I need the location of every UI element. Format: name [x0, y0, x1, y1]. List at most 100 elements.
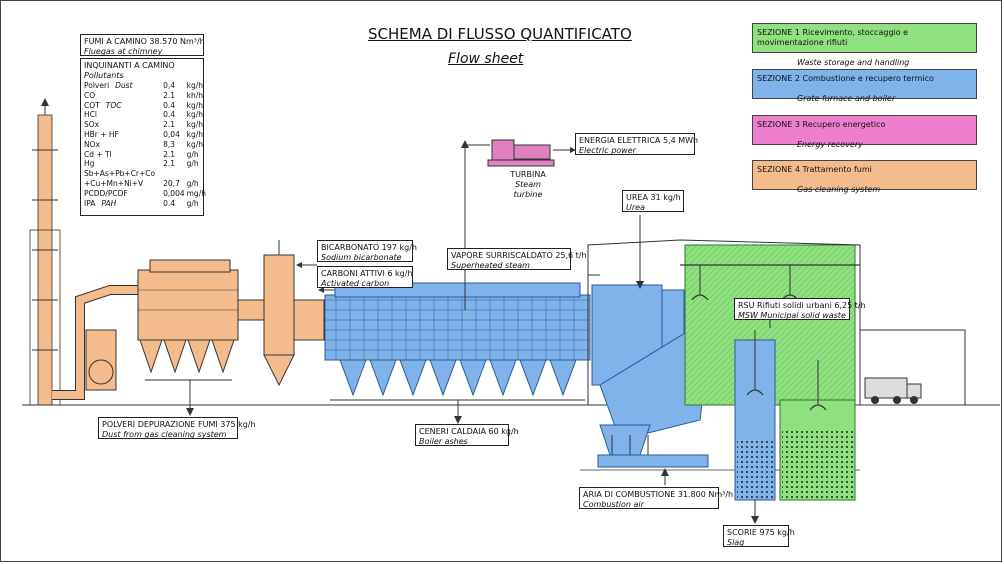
pollutant-unit: kg/h	[186, 129, 204, 139]
legend-section-4: SEZIONE 4 Trattamento fumi Gas cleaning …	[752, 160, 977, 194]
pollutant-value: 20,7	[163, 178, 180, 188]
label-gas-cleaning-dust: POLVERI DEPURAZIONE FUMI 375 kg/h Dust f…	[98, 417, 256, 439]
chimney-label-box: FUMI A CAMINO 38.570 Nm³/h Fluegas at ch…	[80, 34, 205, 56]
pollutant-unit: g/h	[186, 178, 199, 188]
label-turbine-en: Steam turbine	[513, 180, 543, 199]
page-title: SCHEMA DI FLUSSO QUANTIFICATO	[368, 25, 632, 43]
pollutant-unit: kg/h	[186, 81, 204, 90]
pollutant-value: 2.1	[163, 90, 176, 100]
label-activated-carbon-it: CARBONI ATTIVI 6 kg/h	[321, 269, 413, 278]
label-gas-cleaning-dust-it: POLVERI DEPURAZIONE FUMI 375 kg/h	[102, 420, 256, 429]
chimney-stack	[29, 98, 61, 406]
label-combustion-air-it: ARIA DI COMBUSTIONE 31.800 Nm³/h	[583, 490, 734, 499]
pollutant-unit: kh/h	[186, 90, 204, 100]
label-combustion-air-en: Combustion air	[583, 500, 644, 509]
legend-section-4-en: Gas cleaning system	[797, 185, 881, 194]
pollutant-value	[157, 169, 186, 179]
chimney-label-it: FUMI A CAMINO 38.570 Nm³/h	[84, 37, 205, 46]
pollutant-row: Sb+As+Pb+Cr+Co	[84, 169, 208, 179]
pollutant-name: HBr + HF	[84, 129, 119, 139]
legend-section-2-it: Combustione e recupero termico	[802, 74, 934, 83]
label-electric-power-it: ENERGIA ELETTRICA 5,4 MWh	[579, 136, 699, 145]
legend-section-4-label: SEZIONE 4	[757, 165, 800, 174]
label-boiler-ashes-en: Boiler ashes	[419, 437, 468, 446]
label-superheated-steam: VAPORE SURRISCALDATO 25,6 t/h Superheate…	[447, 248, 587, 270]
chimney-label-en: Fluegas at chimney	[84, 47, 163, 56]
label-urea: UREA 31 kg/h Urea	[622, 190, 684, 212]
label-boiler-ashes-it: CENERI CALDAIA 60 kg/h	[419, 427, 519, 436]
label-superheated-steam-en: Superheated steam	[451, 261, 530, 270]
legend-section-1-en: Waste storage and handling	[797, 58, 910, 67]
legend-section-3-en: Energy recovery	[797, 140, 863, 149]
boiler-vertical	[591, 284, 711, 468]
pollutant-value: 8,3	[163, 139, 176, 149]
pollutant-name: CO	[84, 90, 96, 100]
pollutant-value: 0.4	[163, 198, 176, 208]
boiler-horizontal	[324, 282, 591, 401]
label-electric-power: ENERGIA ELETTRICA 5,4 MWh Electric power	[575, 133, 699, 155]
label-activated-carbon-en: Activated carbon	[321, 279, 390, 288]
legend-section-2-label: SEZIONE 2	[757, 74, 800, 83]
pollutant-unit: g/h	[186, 149, 199, 159]
label-electric-power-en: Electric power	[579, 146, 636, 155]
pollutant-name: HCl	[84, 110, 97, 120]
legend-section-3-label: SEZIONE 3	[757, 120, 800, 129]
pollutant-name: Cd + Tl	[84, 149, 112, 159]
building-frame	[587, 239, 966, 405]
label-turbine-it: TURBINA	[510, 170, 546, 179]
pollutant-name: SOx	[84, 120, 100, 130]
pollutant-value: 0.4	[163, 100, 176, 110]
legend-section-3: SEZIONE 3 Recupero energetico Energy rec…	[752, 115, 977, 149]
label-bicarbonate-it: BICARBONATO 197 kg/h	[321, 243, 417, 252]
pollutants-title-en: Pollutants	[84, 71, 124, 80]
reactor-cyclone	[237, 240, 340, 387]
pollutant-name: PCDD/PCDF	[84, 188, 128, 198]
label-superheated-steam-it: VAPORE SURRISCALDATO 25,6 t/h	[451, 251, 587, 260]
pollutant-value: 0.4	[163, 110, 176, 120]
label-slag: SCORIE 975 kg/h Slag	[723, 525, 795, 547]
pollutant-name: NOx	[84, 139, 100, 149]
flue-duct-orange	[52, 285, 140, 400]
pollutant-row: NOx 8,3 kg/h	[84, 140, 208, 150]
pollutant-value: 2.1	[163, 120, 176, 130]
page-subtitle: Flow sheet	[448, 51, 524, 67]
pollutant-value: 0,4	[163, 81, 176, 90]
label-bicarbonate: BICARBONATO 197 kg/h Sodium bicarbonate	[317, 240, 417, 262]
pollutant-row: SOx 2.1 kg/h	[84, 120, 208, 130]
label-msw-en: MSW Municipal solid waste	[738, 311, 846, 320]
pollutant-unit: kg/h	[186, 139, 204, 149]
bag-filter	[137, 259, 239, 381]
pollutant-value: 2.1	[163, 159, 176, 169]
pollutant-value: 0,04	[163, 129, 180, 139]
steam-turbine	[487, 139, 555, 167]
legend-section-2: SEZIONE 2 Combustione e recupero termico…	[752, 69, 977, 103]
legend-section-1-label: SEZIONE 1	[757, 28, 800, 37]
legend-section-3-it: Recupero energetico	[802, 120, 886, 129]
truck-icon	[864, 377, 922, 404]
pollutant-unit: kg/h	[186, 120, 204, 130]
label-msw-it: RSU Rifiuti solidi urbani 6,25 t/h	[738, 301, 866, 310]
pollutant-unit: mg/h	[186, 188, 206, 198]
legend-section-1: SEZIONE 1 Ricevimento, stoccaggio e movi…	[752, 23, 977, 67]
label-gas-cleaning-dust-en: Dust from gas cleaning system	[102, 430, 227, 439]
pollutant-unit: kg/h	[186, 100, 204, 110]
legend-section-4-it: Trattamento fumi	[802, 165, 872, 174]
pollutant-unit: g/h	[186, 198, 199, 208]
pollutant-row: CO 2.1 kh/h	[84, 91, 208, 101]
label-boiler-ashes: CENERI CALDAIA 60 kg/h Boiler ashes	[415, 424, 519, 446]
label-msw: RSU Rifiuti solidi urbani 6,25 t/h MSW M…	[734, 298, 866, 320]
legend-section-1-it: Ricevimento, stoccaggio e movimentazione…	[757, 28, 909, 47]
pollutants-title-it: INQUINANTI A CAMINO	[84, 61, 175, 70]
pollutant-row: HBr + HF 0,04 kg/h	[84, 130, 208, 140]
pollutant-unit: g/h	[186, 159, 199, 169]
label-slag-it: SCORIE 975 kg/h	[727, 528, 795, 537]
